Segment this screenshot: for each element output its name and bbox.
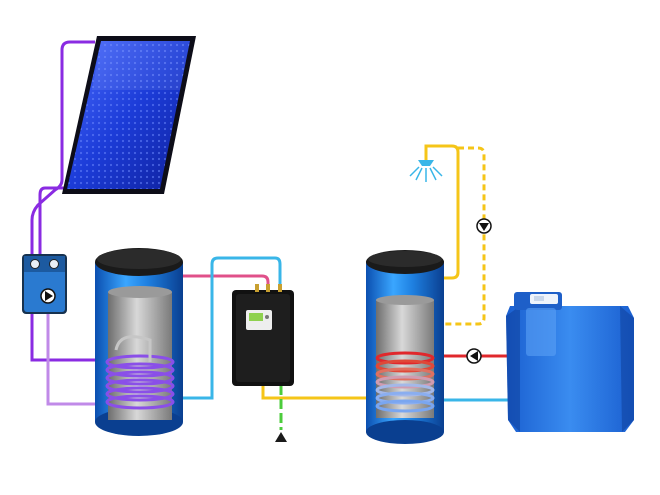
solar-pump-station (22, 254, 67, 314)
cold-water-inlet-icon (275, 432, 287, 442)
solar-heat-exchanger-coil (105, 354, 175, 410)
solar-flow-pipe (30, 40, 110, 362)
shower-head-icon (409, 160, 443, 182)
boiler (506, 292, 634, 432)
dhw-storage-tank (366, 250, 444, 444)
pressure-gauge-icon (30, 259, 40, 269)
solar-return-pipe (38, 186, 70, 255)
boiler-control-panel (534, 296, 544, 301)
solar-collector (62, 36, 196, 194)
hot-loop-pipe (182, 274, 270, 292)
fresh-water-station (232, 284, 294, 386)
boiler-pump-icon (466, 348, 482, 364)
hot-water-pipe (261, 385, 370, 400)
dhw-outlet-pipe (424, 144, 460, 280)
circulation-pump-icon (476, 218, 492, 234)
cold-loop-pipe (182, 256, 282, 400)
station-display (249, 313, 263, 321)
circulation-pipe (440, 146, 486, 326)
solar-pump-icon (40, 288, 56, 304)
dhw-heat-exchanger-coil (375, 351, 435, 413)
thermometer-icon (49, 259, 59, 269)
solar-storage-tank (95, 248, 183, 436)
